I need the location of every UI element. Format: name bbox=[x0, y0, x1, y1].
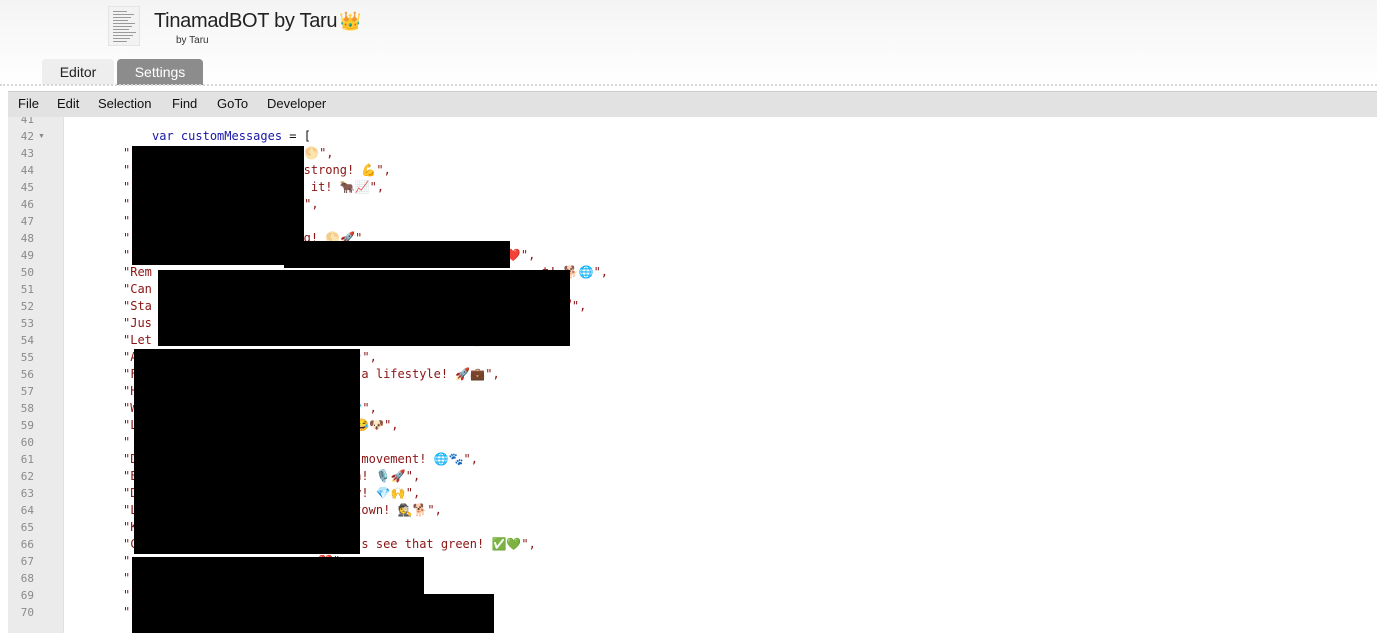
line-number: 62 bbox=[20, 470, 34, 483]
line-number: 58 bbox=[20, 402, 34, 415]
line-number: 57 bbox=[20, 385, 34, 398]
redaction-block bbox=[408, 594, 494, 633]
line-number: 47 bbox=[20, 215, 34, 228]
logo-line bbox=[113, 38, 130, 39]
code-line: 51 "Can bbox=[8, 281, 1377, 298]
code-text: " ❤️", bbox=[123, 247, 535, 264]
app-logo bbox=[108, 6, 140, 46]
code-token: "Can bbox=[123, 282, 152, 296]
line-number: 43 bbox=[20, 147, 34, 160]
line-number: 49 bbox=[20, 249, 34, 262]
logo-line bbox=[113, 23, 135, 24]
logo-line bbox=[113, 17, 131, 18]
line-number: 70 bbox=[20, 606, 34, 619]
code-text: "Rem t! 🐕🌐", bbox=[123, 264, 608, 281]
line-number: 52 bbox=[20, 300, 34, 313]
redaction-block bbox=[284, 241, 510, 268]
code-line: 49 " ❤️", bbox=[8, 247, 1377, 264]
line-number-gutter bbox=[8, 117, 64, 633]
line-number: 65 bbox=[20, 521, 34, 534]
line-number: 41 bbox=[20, 117, 34, 126]
code-line: 41 bbox=[8, 117, 1377, 128]
line-number: 46 bbox=[20, 198, 34, 211]
line-number: 45 bbox=[20, 181, 34, 194]
logo-line bbox=[113, 11, 127, 12]
line-number: 53 bbox=[20, 317, 34, 330]
redaction-block bbox=[132, 146, 304, 265]
code-text: "K bbox=[123, 519, 137, 536]
redaction-block bbox=[132, 557, 424, 633]
code-token: "C let's see that green! ✅💚", bbox=[123, 537, 536, 551]
app-title: TinamadBOT by Taru👑 bbox=[154, 10, 362, 33]
code-text: "H bbox=[123, 383, 137, 400]
line-number: 67 bbox=[20, 555, 34, 568]
line-number: 50 bbox=[20, 266, 34, 279]
code-line: 42 ▼ var customMessages = [ bbox=[8, 128, 1377, 145]
line-number: 48 bbox=[20, 232, 34, 245]
line-number: 68 bbox=[20, 572, 34, 585]
logo-line bbox=[113, 41, 127, 42]
code-token: "K bbox=[123, 520, 138, 534]
code-token: var bbox=[152, 129, 174, 143]
code-line: 57 "H bbox=[8, 383, 1377, 400]
code-line: 50 "Rem t! 🐕🌐", bbox=[8, 264, 1377, 281]
code-line: 47 " bbox=[8, 213, 1377, 230]
line-number: 44 bbox=[20, 164, 34, 177]
code-line: 60 " bbox=[8, 434, 1377, 451]
code-token: "H bbox=[123, 384, 138, 398]
code-text: " bbox=[123, 434, 130, 451]
app-title-text: TinamadBOT by Taru bbox=[154, 10, 338, 32]
redaction-block bbox=[158, 270, 570, 346]
code-token bbox=[174, 129, 181, 143]
code-token: customMessages bbox=[180, 129, 283, 143]
crown-icon: 👑 bbox=[339, 11, 362, 31]
code-token: " bbox=[123, 435, 131, 449]
app-subtitle: by Taru bbox=[176, 35, 209, 46]
line-number: 61 bbox=[20, 453, 34, 466]
code-token: "Rem t! 🐕🌐", bbox=[123, 265, 609, 279]
logo-line bbox=[113, 20, 128, 21]
logo-line bbox=[113, 29, 129, 30]
code-text: "C let's see that green! ✅💚", bbox=[123, 536, 536, 553]
line-number: 55 bbox=[20, 351, 34, 364]
logo-line bbox=[113, 35, 133, 36]
code-line: 66 "C let's see that green! ✅💚", bbox=[8, 536, 1377, 553]
fold-arrow-icon[interactable]: ▼ bbox=[38, 133, 45, 140]
line-number: 69 bbox=[20, 589, 34, 602]
code-text: "Can bbox=[123, 281, 152, 298]
code-text: " bbox=[123, 213, 130, 230]
logo-line bbox=[113, 14, 134, 15]
code-token: " ❤️", bbox=[123, 248, 536, 262]
menu-developer[interactable]: Developer bbox=[267, 96, 327, 111]
logo-line bbox=[113, 32, 136, 33]
line-number: 51 bbox=[20, 283, 34, 296]
menu-bar: File Edit Selection Find GoTo Developer bbox=[8, 91, 1377, 118]
line-number: 56 bbox=[20, 368, 34, 381]
line-number: 42 bbox=[20, 130, 34, 143]
menu-goto[interactable]: GoTo bbox=[217, 96, 249, 111]
code-line: 65 "K bbox=[8, 519, 1377, 536]
code-token: ", bbox=[319, 146, 334, 160]
line-number: 63 bbox=[20, 487, 34, 500]
code-token: " bbox=[123, 214, 131, 228]
logo-line bbox=[113, 26, 132, 27]
app-header: TinamadBOT by Taru👑 by Taru Editor Setti… bbox=[0, 0, 1377, 86]
line-number: 60 bbox=[20, 436, 34, 449]
tab-settings[interactable]: Settings bbox=[117, 59, 203, 85]
code-token: " bbox=[123, 146, 131, 160]
code-text: var customMessages = [ bbox=[152, 128, 311, 145]
menu-edit[interactable]: Edit bbox=[57, 96, 80, 111]
line-number: 54 bbox=[20, 334, 34, 347]
header-divider bbox=[0, 84, 1377, 86]
menu-file[interactable]: File bbox=[18, 96, 39, 111]
line-number: 66 bbox=[20, 538, 34, 551]
menu-selection[interactable]: Selection bbox=[98, 96, 152, 111]
redaction-block bbox=[134, 349, 360, 554]
menu-find[interactable]: Find bbox=[172, 96, 198, 111]
tab-editor[interactable]: Editor bbox=[42, 59, 114, 85]
line-number: 59 bbox=[20, 419, 34, 432]
code-token: = [ bbox=[282, 129, 311, 143]
line-number: 64 bbox=[20, 504, 34, 517]
